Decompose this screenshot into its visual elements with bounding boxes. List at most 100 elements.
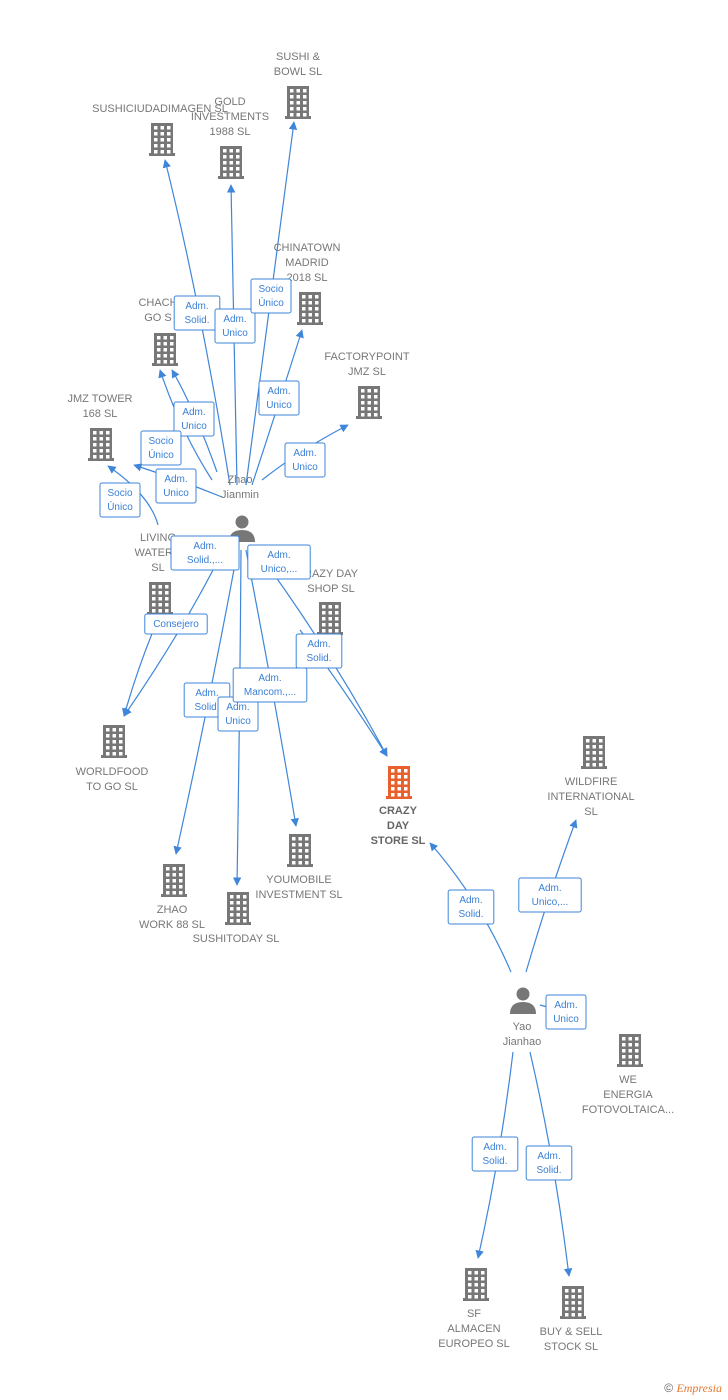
- node-label: JMZ TOWER: [68, 393, 133, 405]
- node-label: CHACH: [138, 297, 177, 309]
- edge-label-text: Único: [148, 448, 174, 461]
- node-sushiciudad[interactable]: SUSHICIUDADIMAGEN SL: [92, 103, 228, 156]
- edge-label-box: [140, 430, 182, 466]
- node-label: SUSHI &: [276, 51, 321, 63]
- building-icon: [149, 123, 175, 156]
- edge-label-box: [447, 889, 495, 925]
- edge-label[interactable]: Adm. Unico,...: [247, 544, 311, 580]
- node-label: GO S: [144, 312, 172, 324]
- edge-label-text: Unico: [163, 488, 189, 499]
- edge-label-text: Adm.: [554, 1000, 577, 1011]
- edge-label-text: Adm.: [267, 386, 290, 397]
- building-icon: [285, 86, 311, 119]
- node-label: WORLDFOOD: [76, 766, 149, 778]
- node-label: SUSHITODAY SL: [193, 933, 280, 945]
- edge-label[interactable]: Adm. Mancom.,...: [232, 667, 308, 703]
- edge-label-box: [518, 877, 582, 913]
- edge-label[interactable]: Adm.Solid.: [295, 633, 343, 669]
- edge-label[interactable]: Adm.Unico,...: [518, 877, 582, 913]
- edge-label[interactable]: Adm.Unico: [284, 442, 326, 478]
- node-label: ENERGIA: [603, 1089, 653, 1101]
- node-label: TO GO SL: [86, 781, 138, 793]
- node-label: Zhao: [227, 474, 252, 486]
- node-label: SUSHICIUDADIMAGEN SL: [92, 103, 228, 115]
- node-sushi_bowl[interactable]: SUSHI &BOWL SL: [274, 51, 323, 119]
- edge-label-text: Unico: [181, 421, 207, 432]
- edge-label-text: Unico: [553, 1014, 579, 1025]
- node-we_energia[interactable]: WEENERGIAFOTOVOLTAICA...: [582, 1034, 674, 1116]
- node-label: GOLD: [214, 96, 245, 108]
- edge-label[interactable]: Adm.Unico: [155, 468, 197, 504]
- node-label: RAZY DAY: [304, 568, 359, 580]
- brand-logo[interactable]: Empresia: [676, 1381, 722, 1395]
- edge-label-box: [232, 667, 308, 703]
- edge-label-text: Adm.: [258, 673, 281, 684]
- edge-label[interactable]: Adm.Solid.: [525, 1145, 573, 1181]
- node-label: WORK 88 SL: [139, 919, 205, 931]
- edge-label-text: Consejero: [153, 619, 199, 630]
- building-icon: [356, 386, 382, 419]
- node-label: SL: [584, 806, 597, 818]
- edge-label-text: Adm.: [459, 895, 482, 906]
- edge-label[interactable]: Consejero: [144, 613, 208, 635]
- edge-label-box: [99, 482, 141, 518]
- node-label: CHINATOWN: [274, 242, 341, 254]
- node-sushitoday[interactable]: SUSHITODAY SL: [193, 892, 280, 945]
- building-icon: [297, 292, 323, 325]
- node-label: JMZ SL: [348, 366, 386, 378]
- edge-label[interactable]: Adm. Solid.: [447, 889, 495, 925]
- edge-label-text: Unico,...: [261, 564, 298, 575]
- edge-label-box: [247, 544, 311, 580]
- node-label: 2018 SL: [287, 272, 328, 284]
- edge-label-text: Solid.: [306, 653, 331, 664]
- node-label: ALMACEN: [447, 1323, 500, 1335]
- node-label: SHOP SL: [307, 583, 355, 595]
- edge-label-text: Adm.: [223, 314, 246, 325]
- edge-label[interactable]: Adm.Solid.: [471, 1136, 519, 1172]
- building-icon: [463, 1268, 489, 1301]
- edge-label-text: Unico: [225, 716, 251, 727]
- edge-label-text: Adm.: [267, 550, 290, 561]
- edge-label-text: Solid.: [458, 909, 483, 920]
- building-icon: [581, 736, 607, 769]
- node-crazy_day_shop[interactable]: RAZY DAY SHOP SL: [304, 568, 359, 635]
- building-icon: [161, 864, 187, 897]
- building-icon: [560, 1286, 586, 1319]
- edge-label[interactable]: Adm.Solid.: [173, 295, 221, 331]
- node-worldfood[interactable]: WORLDFOOD TO GO SL: [76, 725, 149, 793]
- node-jmz_tower[interactable]: JMZ TOWER 168 SL: [68, 393, 133, 461]
- node-label: 168 SL: [83, 408, 118, 420]
- node-label: BUY & SELL: [540, 1326, 603, 1338]
- node-label: INVESTMENTS: [191, 111, 269, 123]
- edge-label-text: Único: [107, 500, 133, 513]
- node-label: SF: [467, 1308, 481, 1320]
- node-label: WE: [619, 1074, 637, 1086]
- edge-label[interactable]: Adm.Unico: [258, 380, 300, 416]
- edge-label[interactable]: Adm. Unico: [545, 994, 587, 1030]
- node-label: Jianmin: [221, 489, 259, 501]
- node-chachgo[interactable]: CHACH GO S: [138, 297, 178, 366]
- edge-label-text: Adm.: [537, 1151, 560, 1162]
- edge-label-text: Socio: [148, 436, 173, 447]
- edge-label-box: [155, 468, 197, 504]
- edge-label-text: Mancom.,...: [244, 687, 296, 698]
- edge-label[interactable]: Adm.Solid.,...: [170, 535, 240, 571]
- edge-label[interactable]: Adm.Unico: [173, 401, 215, 437]
- edge-label[interactable]: Adm.Unico: [214, 308, 256, 344]
